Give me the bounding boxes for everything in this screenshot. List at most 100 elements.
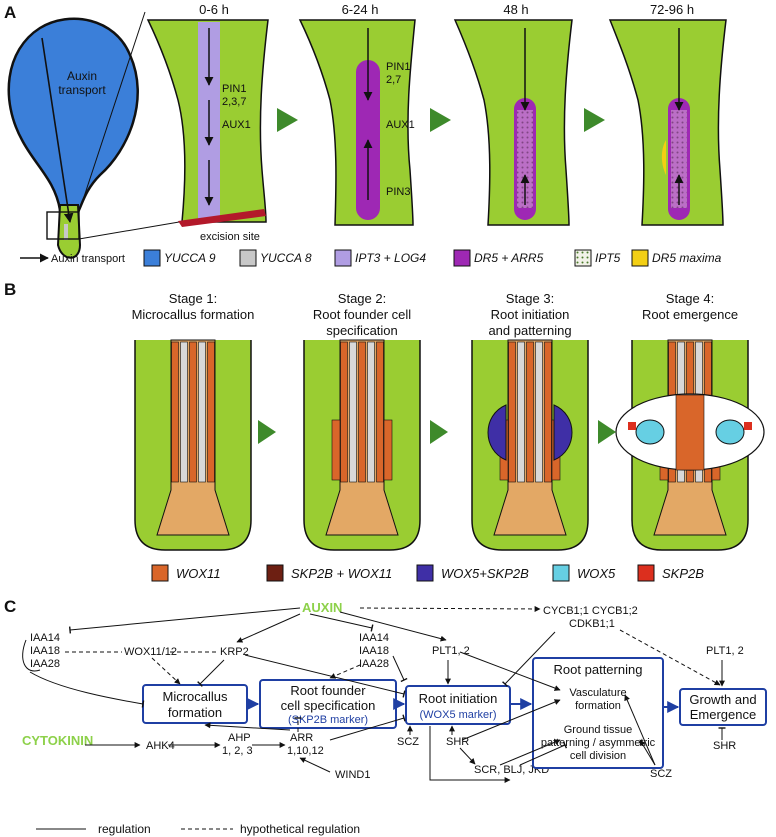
ground-line2: patterning / asymmetric: [541, 737, 656, 749]
krp2-label: KRP2: [220, 646, 249, 658]
stage-4: Stage 4:Root emergence: [615, 291, 765, 551]
ahk4-label: AHK4: [146, 740, 175, 752]
legend-swatch-ipt3: [334, 249, 352, 267]
panel-b-stages: Stage 1:Microcallus formation Stage 2:Roo…: [132, 291, 765, 551]
legend-wox11: WOX11: [176, 566, 221, 581]
legend-skp2b: SKP2B: [662, 566, 704, 581]
ground-line1: Ground tissue: [564, 724, 632, 736]
iaa14-left: IAA14: [30, 632, 60, 644]
legend-swatch-wox5: [552, 564, 570, 582]
legend-swatch-skp2b: [637, 564, 655, 582]
founder-line2: cell specification: [281, 698, 376, 713]
pin3-label: PIN3: [386, 186, 410, 198]
aux1-label-0: AUX1: [222, 119, 251, 131]
legend-skp2b-wox11: SKP2B + WOX11: [291, 566, 392, 581]
scz-right: SCZ: [650, 768, 672, 780]
ahp-nums: 1, 2, 3: [222, 745, 253, 757]
wox11-12-label: WOX11/12: [124, 646, 177, 658]
panel-b-letter: B: [4, 280, 16, 299]
hypocotyl-48h: 48 h: [453, 2, 573, 226]
legend-swatch-wox11: [151, 564, 169, 582]
stage-1: Stage 1:Microcallus formation: [132, 291, 255, 551]
stage-3-title: Stage 3:: [506, 291, 554, 306]
scz-left: SCZ: [397, 736, 419, 748]
cdkb-label: CDKB1;1: [569, 618, 615, 630]
auxin-label: AUXIN: [302, 600, 342, 615]
aux1-label-1: AUX1: [386, 119, 415, 131]
time-label-6-24h: 6-24 h: [342, 2, 379, 17]
plt12-mid: PLT1, 2: [432, 645, 470, 657]
arrowhead-b1: [258, 420, 276, 444]
founder-marker: (SKP2B marker): [288, 714, 368, 726]
founder-line1: Root founder: [290, 683, 366, 698]
key-regulation: regulation: [98, 822, 151, 836]
legend-swatch-ipt5: [574, 249, 592, 267]
arr-nums: 1,10,12: [287, 745, 324, 757]
stage-4-title: Stage 4:: [666, 291, 714, 306]
legend-swatch-dr5-maxima: [631, 249, 649, 267]
legend-swatch-wox5-skp2b: [416, 564, 434, 582]
stage-1-desc: Microcallus formation: [132, 307, 255, 322]
hypocotyl-72-96h: 72-96 h: [608, 2, 727, 226]
legend-swatch-dr5: [453, 249, 471, 267]
cytokinin-label: CYTOKININ: [22, 733, 93, 748]
initiation-label: Root initiation: [419, 691, 498, 706]
growth-box: [679, 688, 767, 726]
arr-label: ARR: [290, 732, 313, 744]
ground-line3: cell division: [570, 750, 626, 762]
plt12-right: PLT1, 2: [706, 645, 744, 657]
iaa18-left: IAA18: [30, 645, 60, 657]
stage-1-title: Stage 1:: [169, 291, 217, 306]
growth-line2: Emergence: [690, 707, 756, 722]
cycb-label: CYCB1;1 CYCB1;2: [543, 605, 638, 617]
vasculature-line2: formation: [575, 700, 621, 712]
stage-4-desc: Root emergence: [642, 307, 738, 322]
legend-ipt5: IPT5: [595, 251, 621, 265]
ahp-label: AHP: [228, 732, 251, 744]
legend-swatch-skp2b-wox11: [266, 564, 284, 582]
shr-right: SHR: [713, 740, 736, 752]
legend-wox5: WOX5: [577, 566, 616, 581]
arrowhead-b3: [598, 420, 616, 444]
microcallus-line2: formation: [168, 705, 222, 720]
patterning-label: Root patterning: [554, 662, 643, 677]
panel-a-legend: Auxin transport YUCCA 9 YUCCA 8 IPT3 + L…: [20, 249, 722, 267]
arrowhead-b2: [430, 420, 448, 444]
stage-2-desc2: specification: [326, 323, 398, 338]
excision-box: [46, 211, 80, 240]
legend-dr5-arr5: DR5 + ARR5: [474, 251, 544, 265]
time-label-48h: 48 h: [503, 2, 528, 17]
legend-auxin-transport: Auxin transport: [51, 253, 125, 265]
regulatory-network: AUXIN CYTOKININ IAA14 IAA18 IAA28 WOX11/…: [22, 600, 767, 836]
arrowhead-a1: [277, 108, 298, 132]
excision-site-label: excision site: [200, 231, 260, 243]
legend-yucca8: YUCCA 8: [260, 251, 312, 265]
stage-2-desc: Root founder cell: [313, 307, 411, 322]
iaa18-mid: IAA18: [359, 645, 389, 657]
panel-b-legend: WOX11 SKP2B + WOX11 WOX5+SKP2B WOX5 SKP2…: [151, 564, 704, 582]
panel-c-letter: C: [4, 597, 16, 616]
vasculature-line1: Vasculature: [569, 687, 626, 699]
stage-3-desc: Root initiation: [491, 307, 570, 322]
legend-wox5-skp2b: WOX5+SKP2B: [441, 566, 529, 581]
microcallus-line1: Microcallus: [162, 689, 228, 704]
growth-line1: Growth and: [689, 692, 756, 707]
legend-yucca9: YUCCA 9: [164, 251, 216, 265]
scr-blj-jkd: SCR, BLJ, JKD: [474, 764, 549, 776]
key-hypothetical: hypothetical regulation: [240, 822, 360, 836]
patterning-box: [532, 657, 664, 769]
wind1-label: WIND1: [335, 769, 370, 781]
time-label-72-96h: 72-96 h: [650, 2, 694, 17]
arrowhead-a2: [430, 108, 451, 132]
legend-swatch-yucca8: [239, 249, 257, 267]
time-label-0-6h: 0-6 h: [199, 2, 229, 17]
